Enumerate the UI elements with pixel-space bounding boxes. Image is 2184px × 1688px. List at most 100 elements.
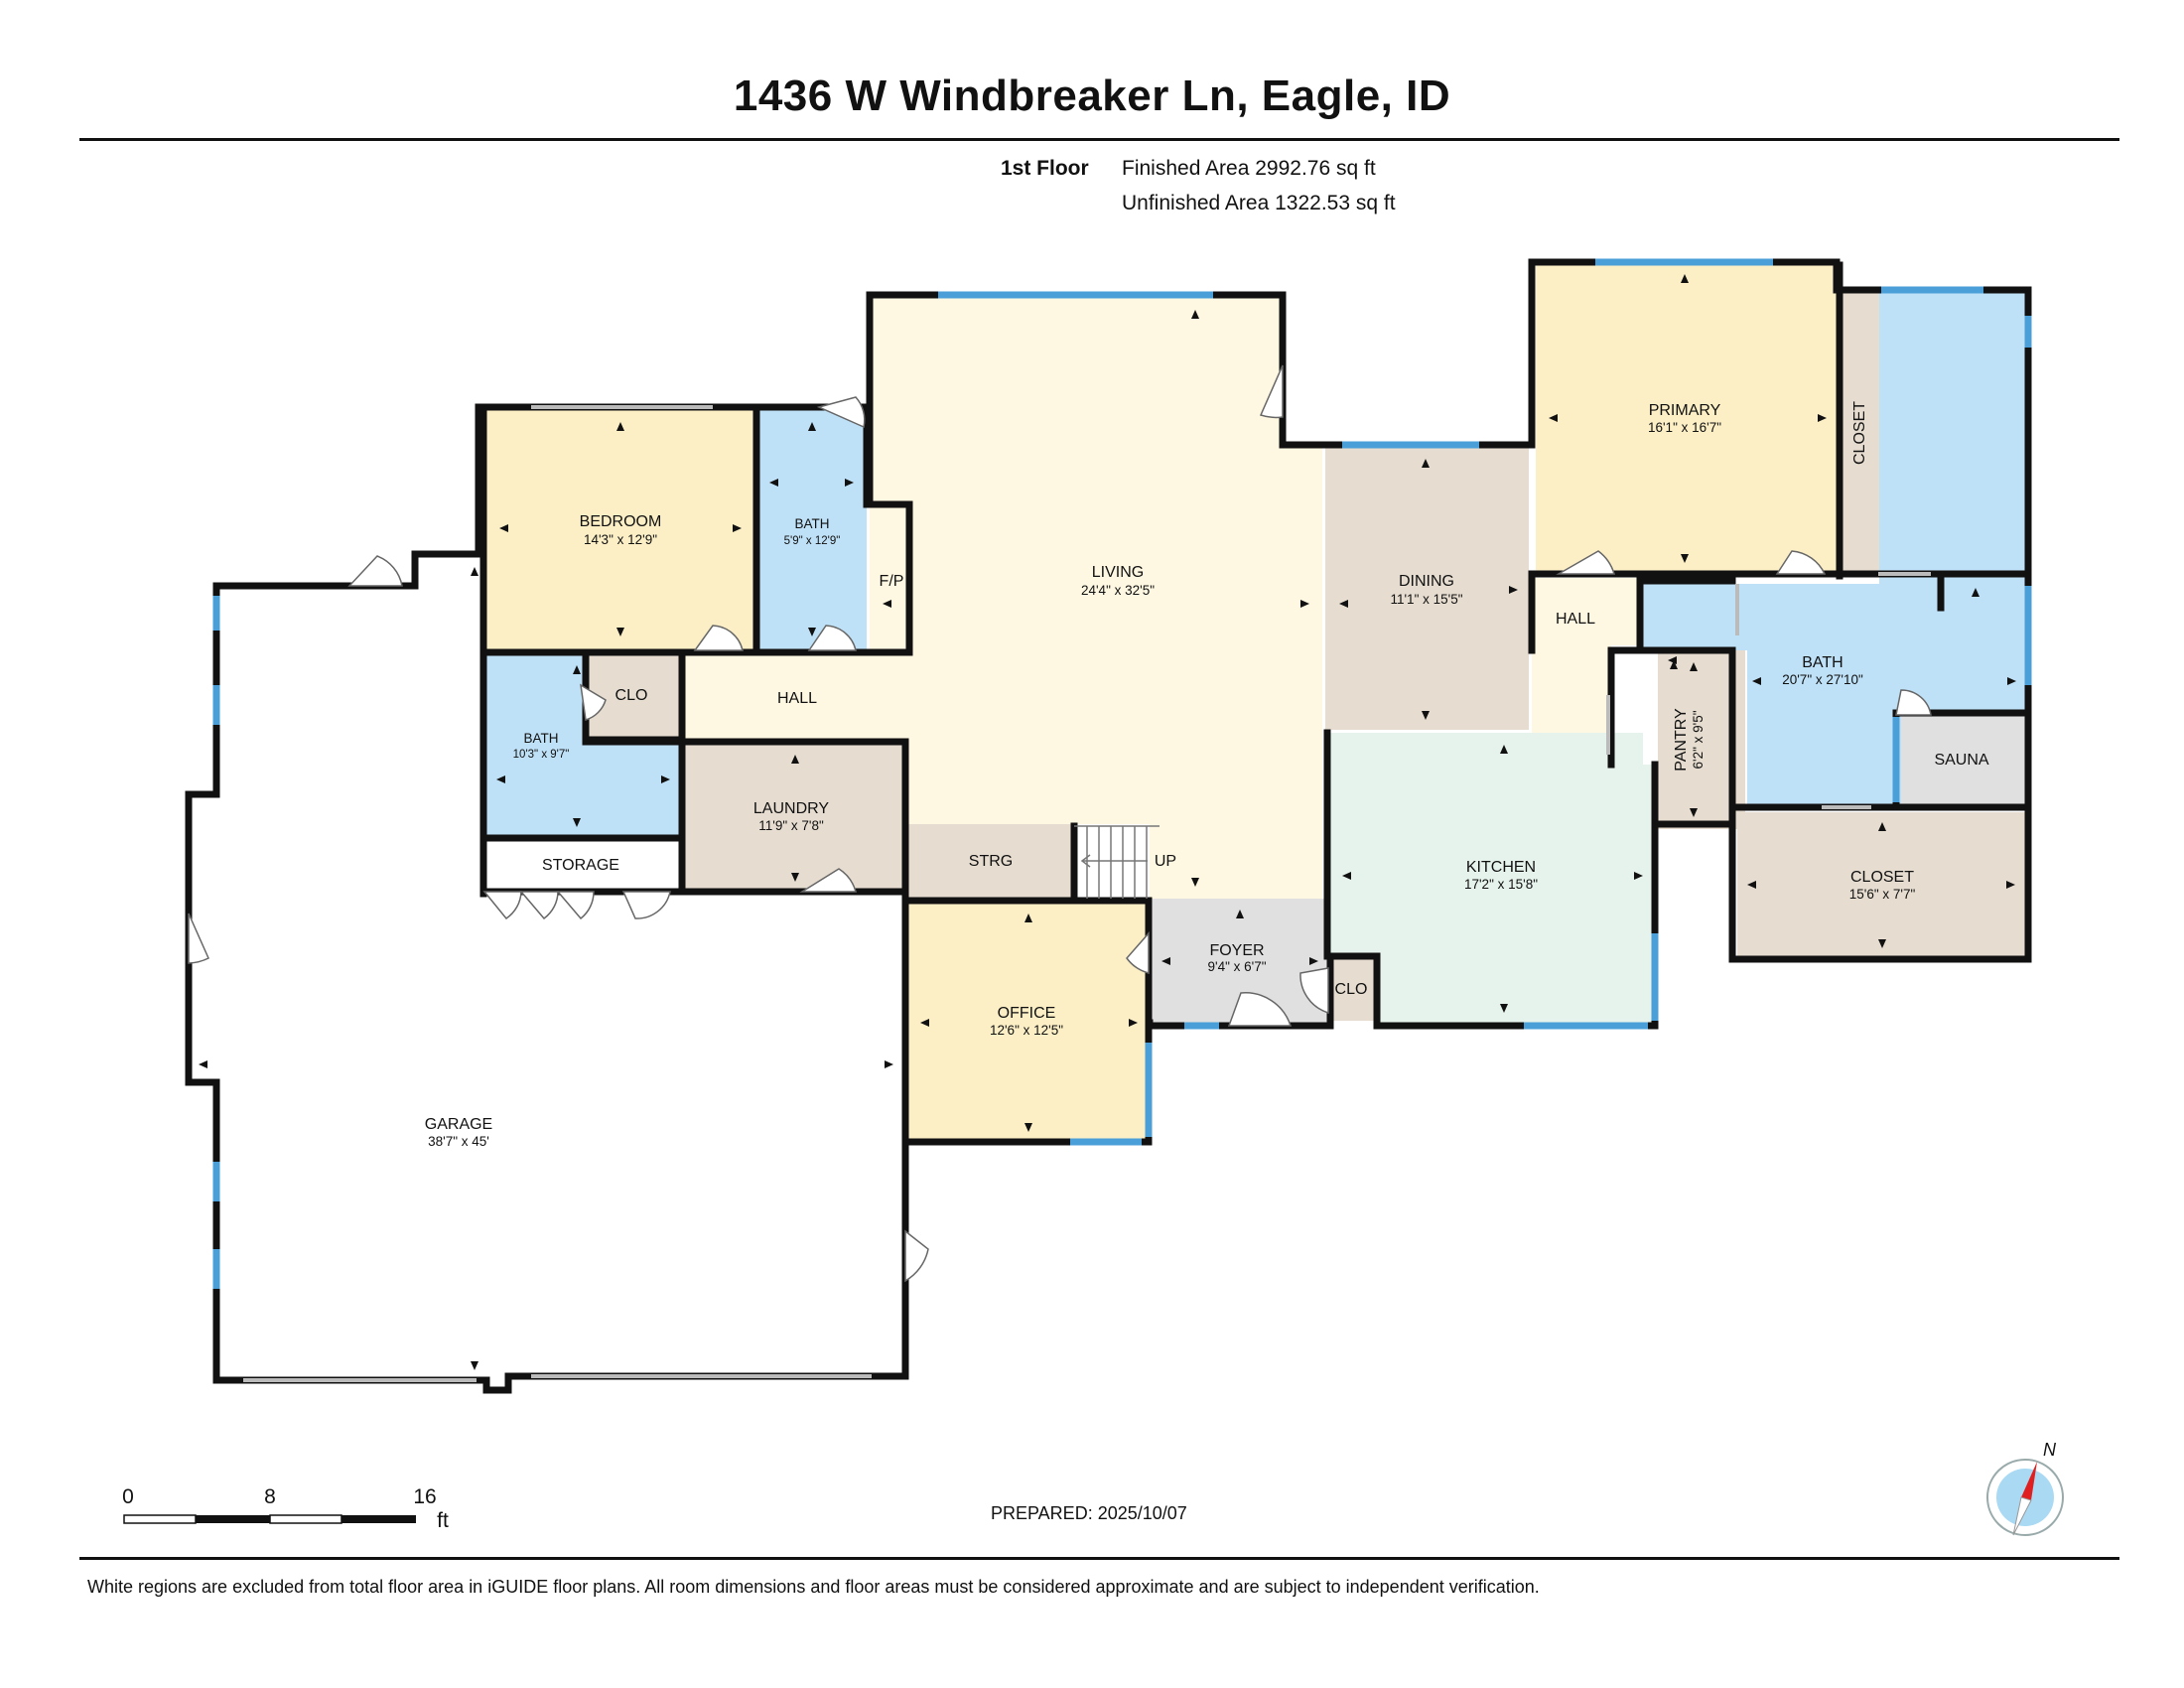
door-swing — [347, 555, 403, 587]
primary-closet-area — [1737, 812, 2025, 959]
compass-icon: N — [1986, 1440, 2064, 1536]
primary-label: PRIMARY — [1649, 402, 1721, 419]
garage-dims: 38'7" x 45' — [428, 1134, 489, 1149]
clo-left-label: CLO — [615, 687, 648, 704]
door-swing — [621, 891, 671, 919]
door-swing — [799, 868, 857, 893]
page-title: 1436 W Windbreaker Ln, Eagle, ID — [733, 71, 1451, 120]
kitchen-area — [1330, 733, 1655, 1023]
stairs — [1074, 825, 1160, 899]
hall-left-area — [682, 652, 871, 742]
clo-foyer-area — [1330, 956, 1375, 1021]
bath2-area — [486, 655, 680, 837]
dining-label: DINING — [1399, 573, 1454, 590]
office-area — [908, 904, 1149, 1142]
glass-lines — [243, 405, 1931, 1382]
dining-area — [1325, 447, 1529, 730]
disclaimer: White regions are excluded from total fl… — [87, 1577, 1540, 1597]
kitchen-label: KITCHEN — [1466, 859, 1536, 876]
kitchen-wall — [1148, 820, 1659, 1030]
primary-closet-wall — [1728, 803, 2032, 963]
storage-area — [486, 840, 680, 890]
door-swing — [1227, 992, 1293, 1027]
garage-top-wall — [411, 403, 482, 590]
floor-label: 1st Floor — [1001, 157, 1089, 180]
room-labels: BEDROOM 14'3" x 12'9" BATH 5'9" x 12'9" … — [425, 401, 1989, 1149]
stairs-label: UP — [1155, 853, 1176, 870]
door-swing — [580, 683, 607, 721]
unfinished-area: Unfinished Area 1322.53 sq ft — [1122, 192, 1396, 214]
garage-wall — [185, 582, 909, 1394]
primary-area — [1536, 262, 1839, 576]
prepared-date: PREPARED: 2025/10/07 — [991, 1503, 1187, 1523]
scale-unit: ft — [437, 1509, 449, 1532]
clo-foyer-label: CLO — [1335, 981, 1368, 998]
bath1-label: BATH — [794, 516, 829, 531]
laundry-wall — [678, 738, 909, 896]
primary-bath-area — [1643, 290, 2028, 807]
doors — [188, 364, 1932, 1283]
bath2-wall — [582, 736, 684, 746]
finished-area: Finished Area 2992.76 sq ft — [1122, 157, 1376, 180]
storage-label: STORAGE — [542, 857, 619, 874]
laundry-label: LAUNDRY — [753, 800, 830, 817]
door-swing — [1775, 550, 1827, 575]
pantry-wall — [1607, 646, 1736, 811]
fp-wall — [863, 500, 913, 656]
door-swing — [1126, 931, 1150, 974]
hall-left-label: HALL — [777, 690, 817, 707]
pantry-dims: 6'2" x 9'5" — [1691, 710, 1706, 769]
bedroom-area — [486, 409, 754, 650]
laundry-dims: 11'9" x 7'8" — [758, 818, 824, 833]
dimension-arrows — [199, 274, 2016, 1370]
bath2-label: BATH — [523, 731, 558, 746]
primary-bath-dims: 20'7" x 27'10" — [1782, 672, 1863, 687]
door-swing — [1895, 689, 1932, 716]
door-swing — [188, 913, 209, 964]
primary-closet-label: CLOSET — [1850, 869, 1914, 886]
garage-label: GARAGE — [425, 1116, 492, 1133]
door-swing — [556, 891, 595, 920]
bedroom-dims: 14'3" x 12'9" — [584, 532, 657, 547]
fireplace-label: F/P — [880, 573, 904, 590]
laundry-area — [683, 745, 905, 892]
foyer-label: FOYER — [1209, 942, 1264, 959]
bath2-dims: 10'3" x 9'7" — [513, 749, 570, 761]
strg-area — [908, 824, 1072, 899]
garage-area — [189, 554, 905, 1390]
primary-closet-dims: 15'6" x 7'7" — [1849, 887, 1916, 902]
primary-bath-label: BATH — [1802, 654, 1843, 671]
fireplace-area — [874, 506, 909, 650]
dining-dims: 11'1" x 15'5" — [1390, 592, 1462, 607]
door-swing — [1259, 364, 1284, 419]
scale-label-16: 16 — [413, 1485, 436, 1508]
scale-label-8: 8 — [264, 1485, 276, 1508]
door-swing — [1556, 550, 1616, 575]
room-fills — [189, 262, 2028, 1390]
kitchen-dims: 17'2" x 15'8" — [1464, 877, 1538, 892]
living-area — [682, 298, 1322, 899]
office-label: OFFICE — [998, 1005, 1056, 1022]
bedroom-label: BEDROOM — [580, 513, 662, 530]
windows — [212, 258, 2032, 1289]
door-swing — [1299, 967, 1329, 1015]
door-swing — [807, 625, 857, 651]
living-label: LIVING — [1092, 564, 1144, 581]
sauna-area — [1901, 715, 2025, 806]
living-dims: 24'4" x 32'5" — [1081, 583, 1155, 598]
closet-vertical-label: CLOSET — [1851, 401, 1868, 465]
door-swing — [693, 625, 744, 651]
bath1-area — [757, 409, 867, 650]
foyer-dims: 9'4" x 6'7" — [1207, 959, 1266, 974]
primary-dims: 16'1" x 16'7" — [1648, 420, 1721, 435]
sauna-label: SAUNA — [1934, 752, 1988, 769]
door-swing — [816, 396, 866, 429]
compass-north-label: N — [2043, 1440, 2057, 1460]
hall-right-label: HALL — [1556, 611, 1595, 628]
door-swing — [904, 1229, 929, 1283]
scale-label-0: 0 — [122, 1485, 134, 1508]
office-dims: 12'6" x 12'5" — [990, 1023, 1063, 1038]
header-rule — [79, 138, 2119, 141]
bath1-dims: 5'9" x 12'9" — [784, 535, 841, 547]
